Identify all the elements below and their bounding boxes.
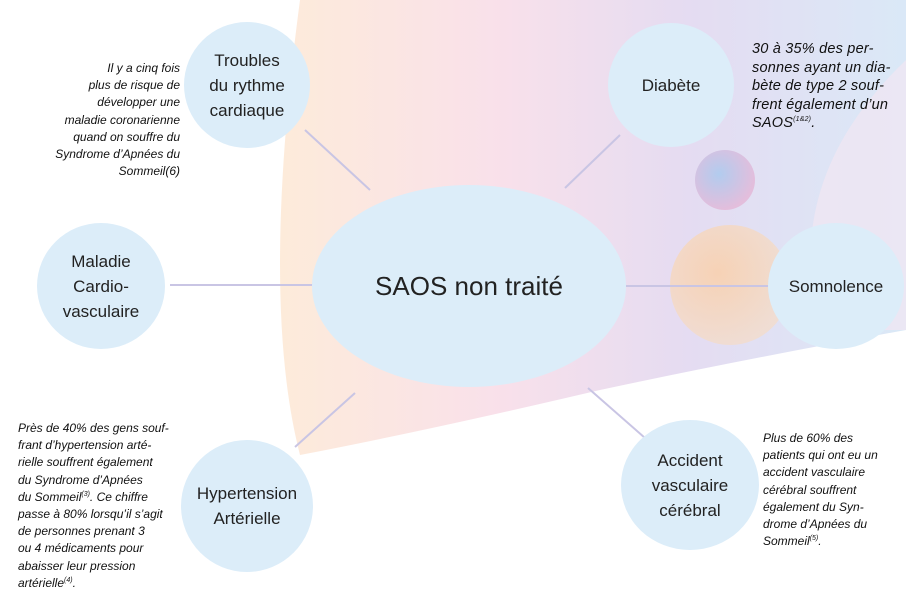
- node-troubles-line-2: du rythme: [209, 75, 285, 95]
- note-diabete-end: .: [811, 115, 816, 132]
- note-troubles-line: développer une: [97, 95, 180, 110]
- note-hypertension-end: .: [72, 575, 76, 590]
- note-accident-line: drome d’Apnées du: [763, 517, 868, 532]
- note-accident-line: également du Syn-: [763, 499, 864, 514]
- note-hypertension-line: frant d’hypertension arté-: [18, 438, 152, 453]
- node-maladie-line-2: Cardio-: [73, 276, 129, 296]
- note-troubles-line: maladie coronarienne: [64, 112, 180, 127]
- note-diabete: 30 à 35% des per- sonnes ayant un dia- b…: [752, 40, 902, 133]
- note-hypertension-line: Près de 40% des gens souf-: [18, 421, 169, 435]
- note-troubles: Il y a cinq fois plus de risque de dével…: [20, 60, 180, 180]
- note-accident-reference: (5): [809, 535, 819, 543]
- node-troubles-rythme: Troubles du rythme cardiaque: [184, 22, 310, 148]
- note-troubles-line: quand on souffre du: [73, 129, 180, 144]
- note-accident-last-line: Sommeil(5).: [763, 533, 903, 550]
- node-accident-vasculaire: Accident vasculaire cérébral: [621, 420, 759, 550]
- note-hypertension: Près de 40% des gens souf- frant d’hyper…: [18, 420, 183, 592]
- connector-hypertension: [294, 392, 356, 448]
- note-diabete-last-text: SAOS: [752, 115, 794, 132]
- node-hypertension-line-1: Hypertension: [196, 484, 298, 503]
- note-hypertension-line-5-end: . Ce chiffre: [89, 489, 148, 504]
- node-troubles-line-1: Troubles: [214, 50, 280, 70]
- note-accident: Plus de 60% des patients qui ont eu un a…: [763, 430, 903, 550]
- node-hypertension-line-2: Artérielle: [213, 509, 281, 528]
- node-hypertension: Hypertension Artérielle: [181, 440, 313, 572]
- note-hypertension-line-5-text: du Sommeil: [18, 489, 82, 504]
- note-diabete-line: frent également d’un: [752, 96, 889, 113]
- note-diabete-line: bète de type 2 souf-: [752, 78, 885, 95]
- node-somnolence: Somnolence: [768, 223, 904, 349]
- note-accident-line: cérébral souffrent: [763, 482, 857, 497]
- note-hypertension-line: rielle souffrent également: [18, 455, 153, 470]
- note-hypertension-last-text: artérielle: [18, 575, 65, 590]
- center-node: SAOS non traité: [312, 185, 626, 387]
- note-troubles-line: Syndrome d’Apnées du: [55, 147, 180, 162]
- node-diabete: Diabète: [608, 23, 734, 147]
- note-hypertension-line: passe à 80% lorsqu’il s’agit: [18, 507, 163, 522]
- node-maladie-line-3: vasculaire: [62, 301, 140, 321]
- node-accident-line-2: vasculaire: [651, 475, 729, 495]
- note-diabete-reference: (1&2): [793, 116, 812, 124]
- node-maladie-line-1: Maladie: [71, 251, 131, 271]
- note-troubles-line: Sommeil(6): [118, 164, 180, 179]
- note-hypertension-line: du Syndrome d’Apnées: [18, 472, 143, 487]
- connector-accident: [587, 387, 646, 439]
- node-diabete-label: Diabète: [641, 75, 701, 95]
- connector-troubles: [304, 129, 371, 191]
- note-hypertension-reference-4: (4): [64, 576, 73, 584]
- note-diabete-line: sonnes ayant un dia-: [752, 59, 891, 76]
- note-troubles-line: plus de risque de: [88, 78, 180, 93]
- node-accident-line-3: cérébral: [659, 500, 721, 520]
- note-accident-last-text: Sommeil: [763, 534, 810, 549]
- note-hypertension-line-5: du Sommeil(3). Ce chiffre: [18, 489, 183, 506]
- note-hypertension-last-line: artérielle(4).: [18, 575, 183, 592]
- node-somnolence-label: Somnolence: [788, 276, 884, 296]
- note-accident-line: Plus de 60% des: [763, 431, 854, 445]
- note-troubles-line: Il y a cinq fois: [107, 61, 180, 75]
- note-diabete-last-line: SAOS(1&2).: [752, 114, 902, 133]
- connector-diabete: [564, 134, 621, 189]
- node-maladie-cardiovasculaire: Maladie Cardio- vasculaire: [37, 223, 165, 349]
- center-label: SAOS non traité: [375, 271, 563, 301]
- note-accident-line: accident vasculaire: [763, 465, 866, 480]
- background-orb-blue: [695, 150, 755, 210]
- note-diabete-line: 30 à 35% des per-: [752, 41, 874, 57]
- note-hypertension-line: abaisser leur pression: [18, 558, 136, 573]
- note-accident-line: patients qui ont eu un: [763, 448, 878, 463]
- note-hypertension-reference-3: (3): [81, 490, 90, 498]
- note-hypertension-line: de personnes prenant 3: [18, 524, 145, 539]
- note-hypertension-line: ou 4 médicaments pour: [18, 541, 144, 556]
- node-troubles-line-3: cardiaque: [209, 100, 285, 120]
- note-accident-end: .: [818, 534, 822, 549]
- node-accident-line-1: Accident: [657, 450, 723, 470]
